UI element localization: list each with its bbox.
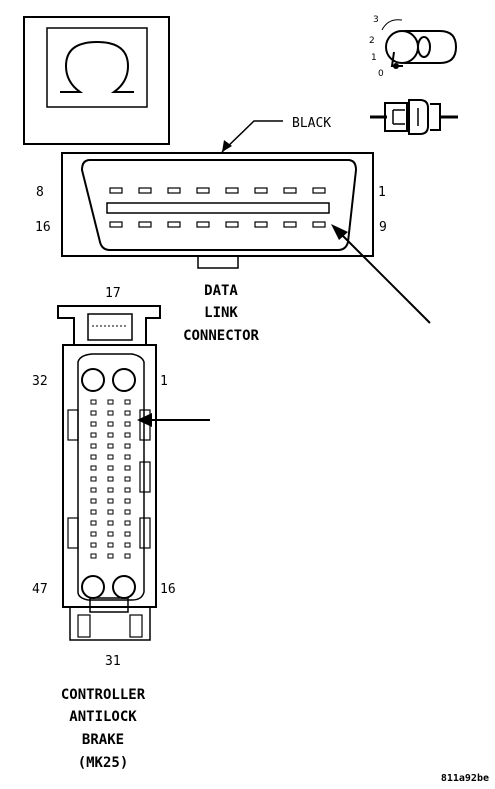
dlc-pin-9-label: 9	[379, 220, 387, 235]
dlc-pointer-arrowhead-icon	[331, 224, 348, 240]
abs-pin-31-label: 31	[105, 654, 121, 669]
abs-controller-connector	[57, 305, 161, 641]
dlc-pin-1-label: 1	[378, 185, 386, 200]
key-position-2: 2	[369, 36, 375, 46]
dlc-pointer-line	[337, 230, 431, 324]
dlc-title-line-1: DATA	[204, 283, 238, 299]
dlc-bottom-pin-row	[109, 221, 326, 228]
wire-arrowhead-icon	[222, 140, 232, 152]
ignition-key-icon: 3 2 1 0	[369, 15, 458, 79]
figure-code: 811a92be	[441, 773, 489, 784]
dlc-title-line-2: LINK	[204, 305, 238, 321]
key-position-1: 1	[371, 53, 377, 63]
key-position-3: 3	[373, 15, 379, 25]
dlc-top-pin-row	[109, 187, 326, 194]
dlc-pin-16-label: 16	[35, 220, 51, 235]
abs-pin-47-label: 47	[32, 582, 48, 597]
abs-pin-1-label: 1	[160, 374, 168, 389]
dlc-pin-8-label: 8	[36, 185, 44, 200]
terminal-icon	[370, 99, 458, 135]
abs-pin-17-label: 17	[105, 286, 121, 301]
abs-pin-column-left	[90, 399, 97, 559]
abs-pin-32-label: 32	[32, 374, 48, 389]
abs-pin-16-label: 16	[160, 582, 176, 597]
data-link-connector	[61, 152, 374, 269]
abs-pin-column-middle	[107, 399, 114, 559]
ohm-symbol-icon	[23, 16, 170, 145]
abs-title-line-4: (MK25)	[78, 755, 129, 771]
abs-title-line-2: ANTILOCK	[69, 709, 137, 725]
wire-leader-line	[221, 120, 283, 153]
abs-title-line-1: CONTROLLER	[61, 687, 146, 703]
key-position-0: 0	[378, 69, 384, 79]
wire-color-label: BLACK	[292, 116, 331, 131]
dlc-title-line-3: CONNECTOR	[183, 328, 259, 344]
abs-pin-column-right	[124, 399, 131, 559]
abs-title-line-3: BRAKE	[82, 732, 124, 748]
abs-pointer-arrowhead-icon	[137, 413, 152, 427]
